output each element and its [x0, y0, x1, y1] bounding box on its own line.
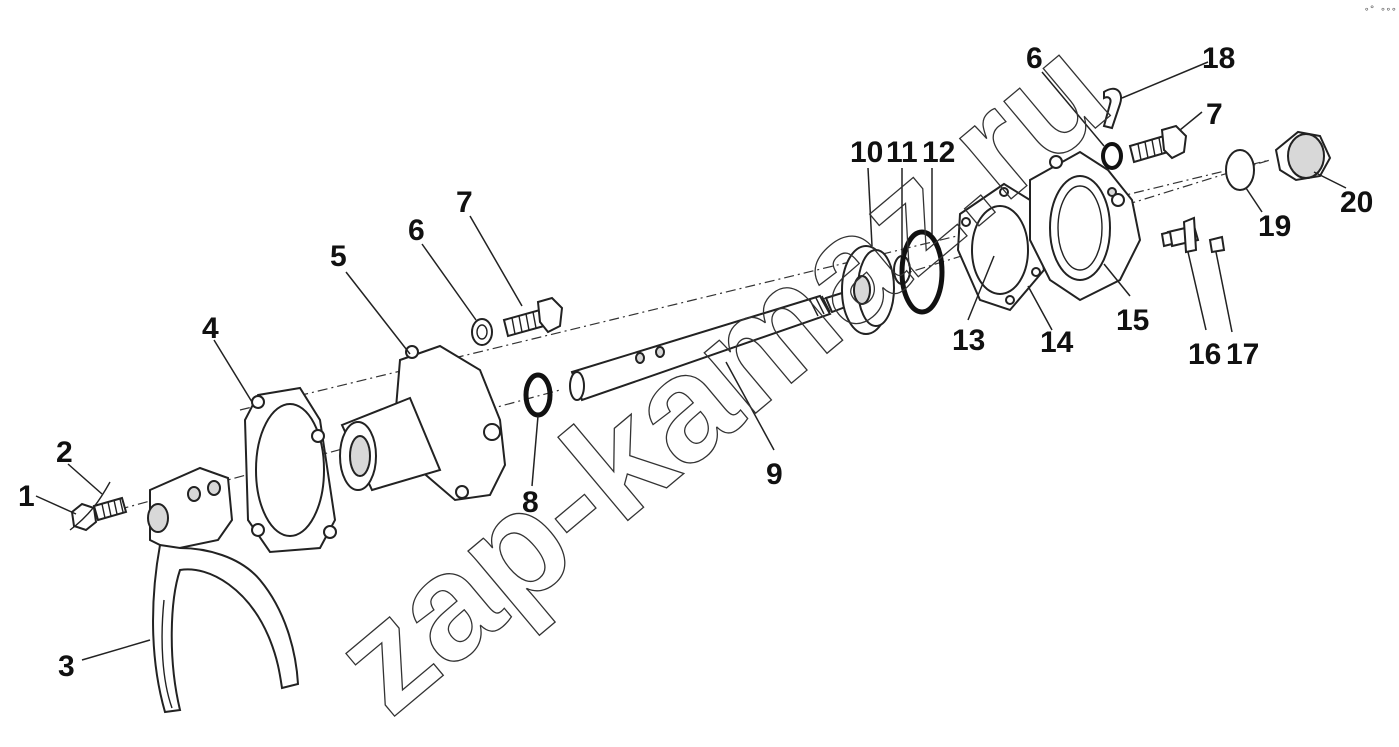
callout-13: 13: [952, 324, 985, 357]
callout-14: 14: [1040, 326, 1074, 359]
part-8-o-ring: [523, 372, 553, 418]
callout-4: 4: [202, 312, 219, 345]
callout-8: 8: [522, 486, 539, 519]
part-9-shaft: [569, 291, 850, 402]
callout-18: 18: [1202, 42, 1235, 75]
part-7-bolt-right: [1128, 124, 1188, 164]
part-19-ring: [1225, 149, 1255, 191]
callout-9: 9: [766, 458, 783, 491]
corner-mark: ∘° ∘∘∘: [1364, 5, 1397, 15]
callout-3: 3: [58, 650, 75, 683]
callout-19: 19: [1258, 210, 1291, 243]
callout-7a: 7: [456, 186, 473, 219]
part-5-housing: [339, 344, 507, 502]
callout-5: 5: [330, 240, 347, 273]
callout-10: 10: [850, 136, 883, 169]
callout-16: 16: [1188, 338, 1221, 371]
part-16-tee-fitting: [1160, 216, 1200, 254]
callout-12: 12: [922, 136, 955, 169]
callout-2: 2: [56, 436, 73, 469]
part-3-shift-fork: [147, 466, 300, 714]
part-6-washer-left: [471, 318, 493, 346]
callout-7b: 7: [1206, 98, 1223, 131]
callout-15: 15: [1116, 304, 1149, 337]
part-12-o-ring: [899, 229, 945, 315]
callout-1: 1: [18, 480, 35, 513]
part-14-cover-plate: [956, 182, 1046, 312]
part-20-cap: [1274, 130, 1332, 182]
part-18-tube: [1102, 87, 1122, 130]
callout-17: 17: [1226, 338, 1259, 371]
part-10-seal: [841, 245, 895, 335]
part-4-gasket: [243, 386, 337, 554]
part-17-plug: [1208, 235, 1226, 254]
callout-6b: 6: [1026, 42, 1043, 75]
callout-11: 11: [886, 136, 918, 169]
callout-6a: 6: [408, 214, 425, 247]
callout-20: 20: [1340, 186, 1373, 219]
leader-lines: [35, 61, 1347, 661]
part-15-rear-housing: [1029, 150, 1142, 302]
part-1-bolt: [70, 496, 128, 532]
part-6-washer-right: [1101, 142, 1123, 170]
part-2-lockwire: [69, 481, 111, 531]
part-7-bolt-left: [502, 296, 564, 338]
callout-labels: 1 2 3 4 5 6 7 8 9 10 11 12 13 14 15 16 1…: [18, 42, 1373, 683]
